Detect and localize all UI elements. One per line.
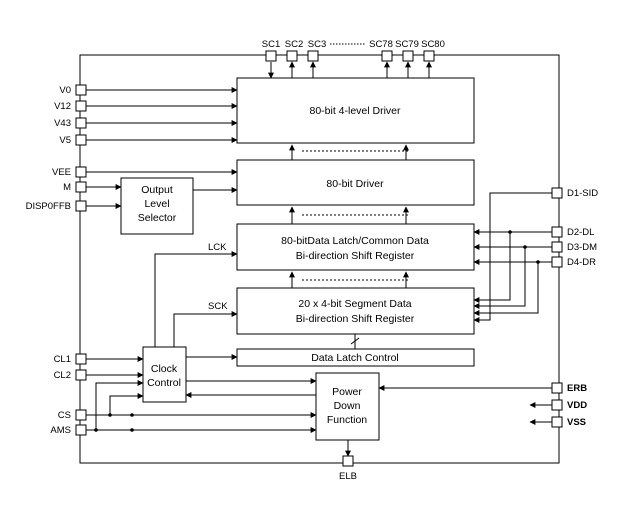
lck-sck-wires (154, 251, 238, 347)
left-pins: V0 V12 V43 V5 VEE M DISP0FFB CL1 CL2 CS … (26, 84, 87, 436)
clock-line2: Control (147, 377, 181, 389)
pin-cl2-label: CL2 (54, 370, 71, 381)
pin-v5-label: V5 (59, 135, 71, 146)
block-data-latch-control: Data Latch Control (236, 348, 475, 367)
pin-ams-label: AMS (50, 425, 71, 436)
left-voltage-wires (86, 87, 238, 209)
block-data-latch-line2: Bi-direction Shift Register (296, 250, 415, 262)
pin-v12-label: V12 (54, 101, 71, 112)
ols-line1: Output (141, 184, 173, 196)
pin-m-label: M (63, 182, 71, 193)
ols-line2: Level (144, 198, 169, 210)
power-line1: Power (332, 386, 362, 398)
pin-sc1-label: SC1 (262, 39, 280, 50)
lck-label: LCK (208, 242, 227, 253)
ols-line3: Selector (138, 212, 177, 224)
pin-d2-dl-label: D2-DL (567, 227, 594, 238)
pin-v0-label: V0 (59, 85, 71, 96)
block-80bit-4level-driver: 80-bit 4-level Driver (236, 77, 475, 144)
block-power-down: Power Down Function (315, 372, 380, 441)
bottom-pin: ELB (339, 455, 357, 482)
pin-sc78-label: SC78 (369, 39, 393, 50)
pin-sc79-label: SC79 (395, 39, 419, 50)
pin-sc3-label: SC3 (308, 39, 326, 50)
pin-elb-label: ELB (339, 471, 357, 482)
pin-sc2-label: SC2 (285, 39, 303, 50)
pin-vss-label: VSS (567, 417, 586, 428)
block-data-latch-line1: 80-bitData Latch/Common Data (281, 235, 429, 247)
pin-sc80-label: SC80 (421, 39, 445, 50)
pin-d1-sid-label: D1-SID (567, 188, 598, 199)
sck-label: SCK (208, 301, 228, 312)
top-pins: SC1 SC2 SC3 SC78 SC79 SC80 (262, 39, 445, 79)
power-line2: Down (334, 400, 361, 412)
pin-vee-label: VEE (52, 167, 71, 178)
block-data-latch-control-label: Data Latch Control (311, 352, 399, 364)
pin-disp0ffb-label: DISP0FFB (26, 201, 71, 212)
right-pins: D1-SID D2-DL D3-DM D4-DR ERB VDD VSS (551, 187, 598, 428)
pin-v43-label: V43 (54, 118, 71, 129)
block-80bit-driver: 80-bit Driver (236, 159, 475, 206)
pin-d4-dr-label: D4-DR (567, 257, 596, 268)
pin-d3-dm-label: D3-DM (567, 242, 597, 253)
block-data-latch: 80-bitData Latch/Common Data Bi-directio… (236, 223, 475, 271)
clock-line1: Clock (151, 363, 178, 375)
pin-vdd-label: VDD (567, 400, 587, 411)
block-segment-shift: 20 x 4-bit Segment Data Bi-direction Shi… (236, 287, 475, 335)
pin-cl1-label: CL1 (54, 354, 71, 365)
pin-erb-label: ERB (567, 383, 587, 394)
power-line3: Function (327, 414, 367, 426)
block-80bit-driver-label: 80-bit Driver (326, 178, 384, 190)
block-segment-shift-line2: Bi-direction Shift Register (296, 313, 415, 325)
clock-wires (86, 354, 351, 457)
pin-cs-label: CS (58, 410, 71, 421)
vertical-bus-arrows (289, 144, 409, 349)
block-output-level-selector: Output Level Selector (120, 177, 194, 235)
block-clock-control: Clock Control (142, 346, 187, 403)
block-segment-shift-line1: 20 x 4-bit Segment Data (298, 298, 411, 310)
block-80bit-4level-driver-label: 80-bit 4-level Driver (309, 105, 401, 117)
right-data-wires (378, 192, 552, 425)
